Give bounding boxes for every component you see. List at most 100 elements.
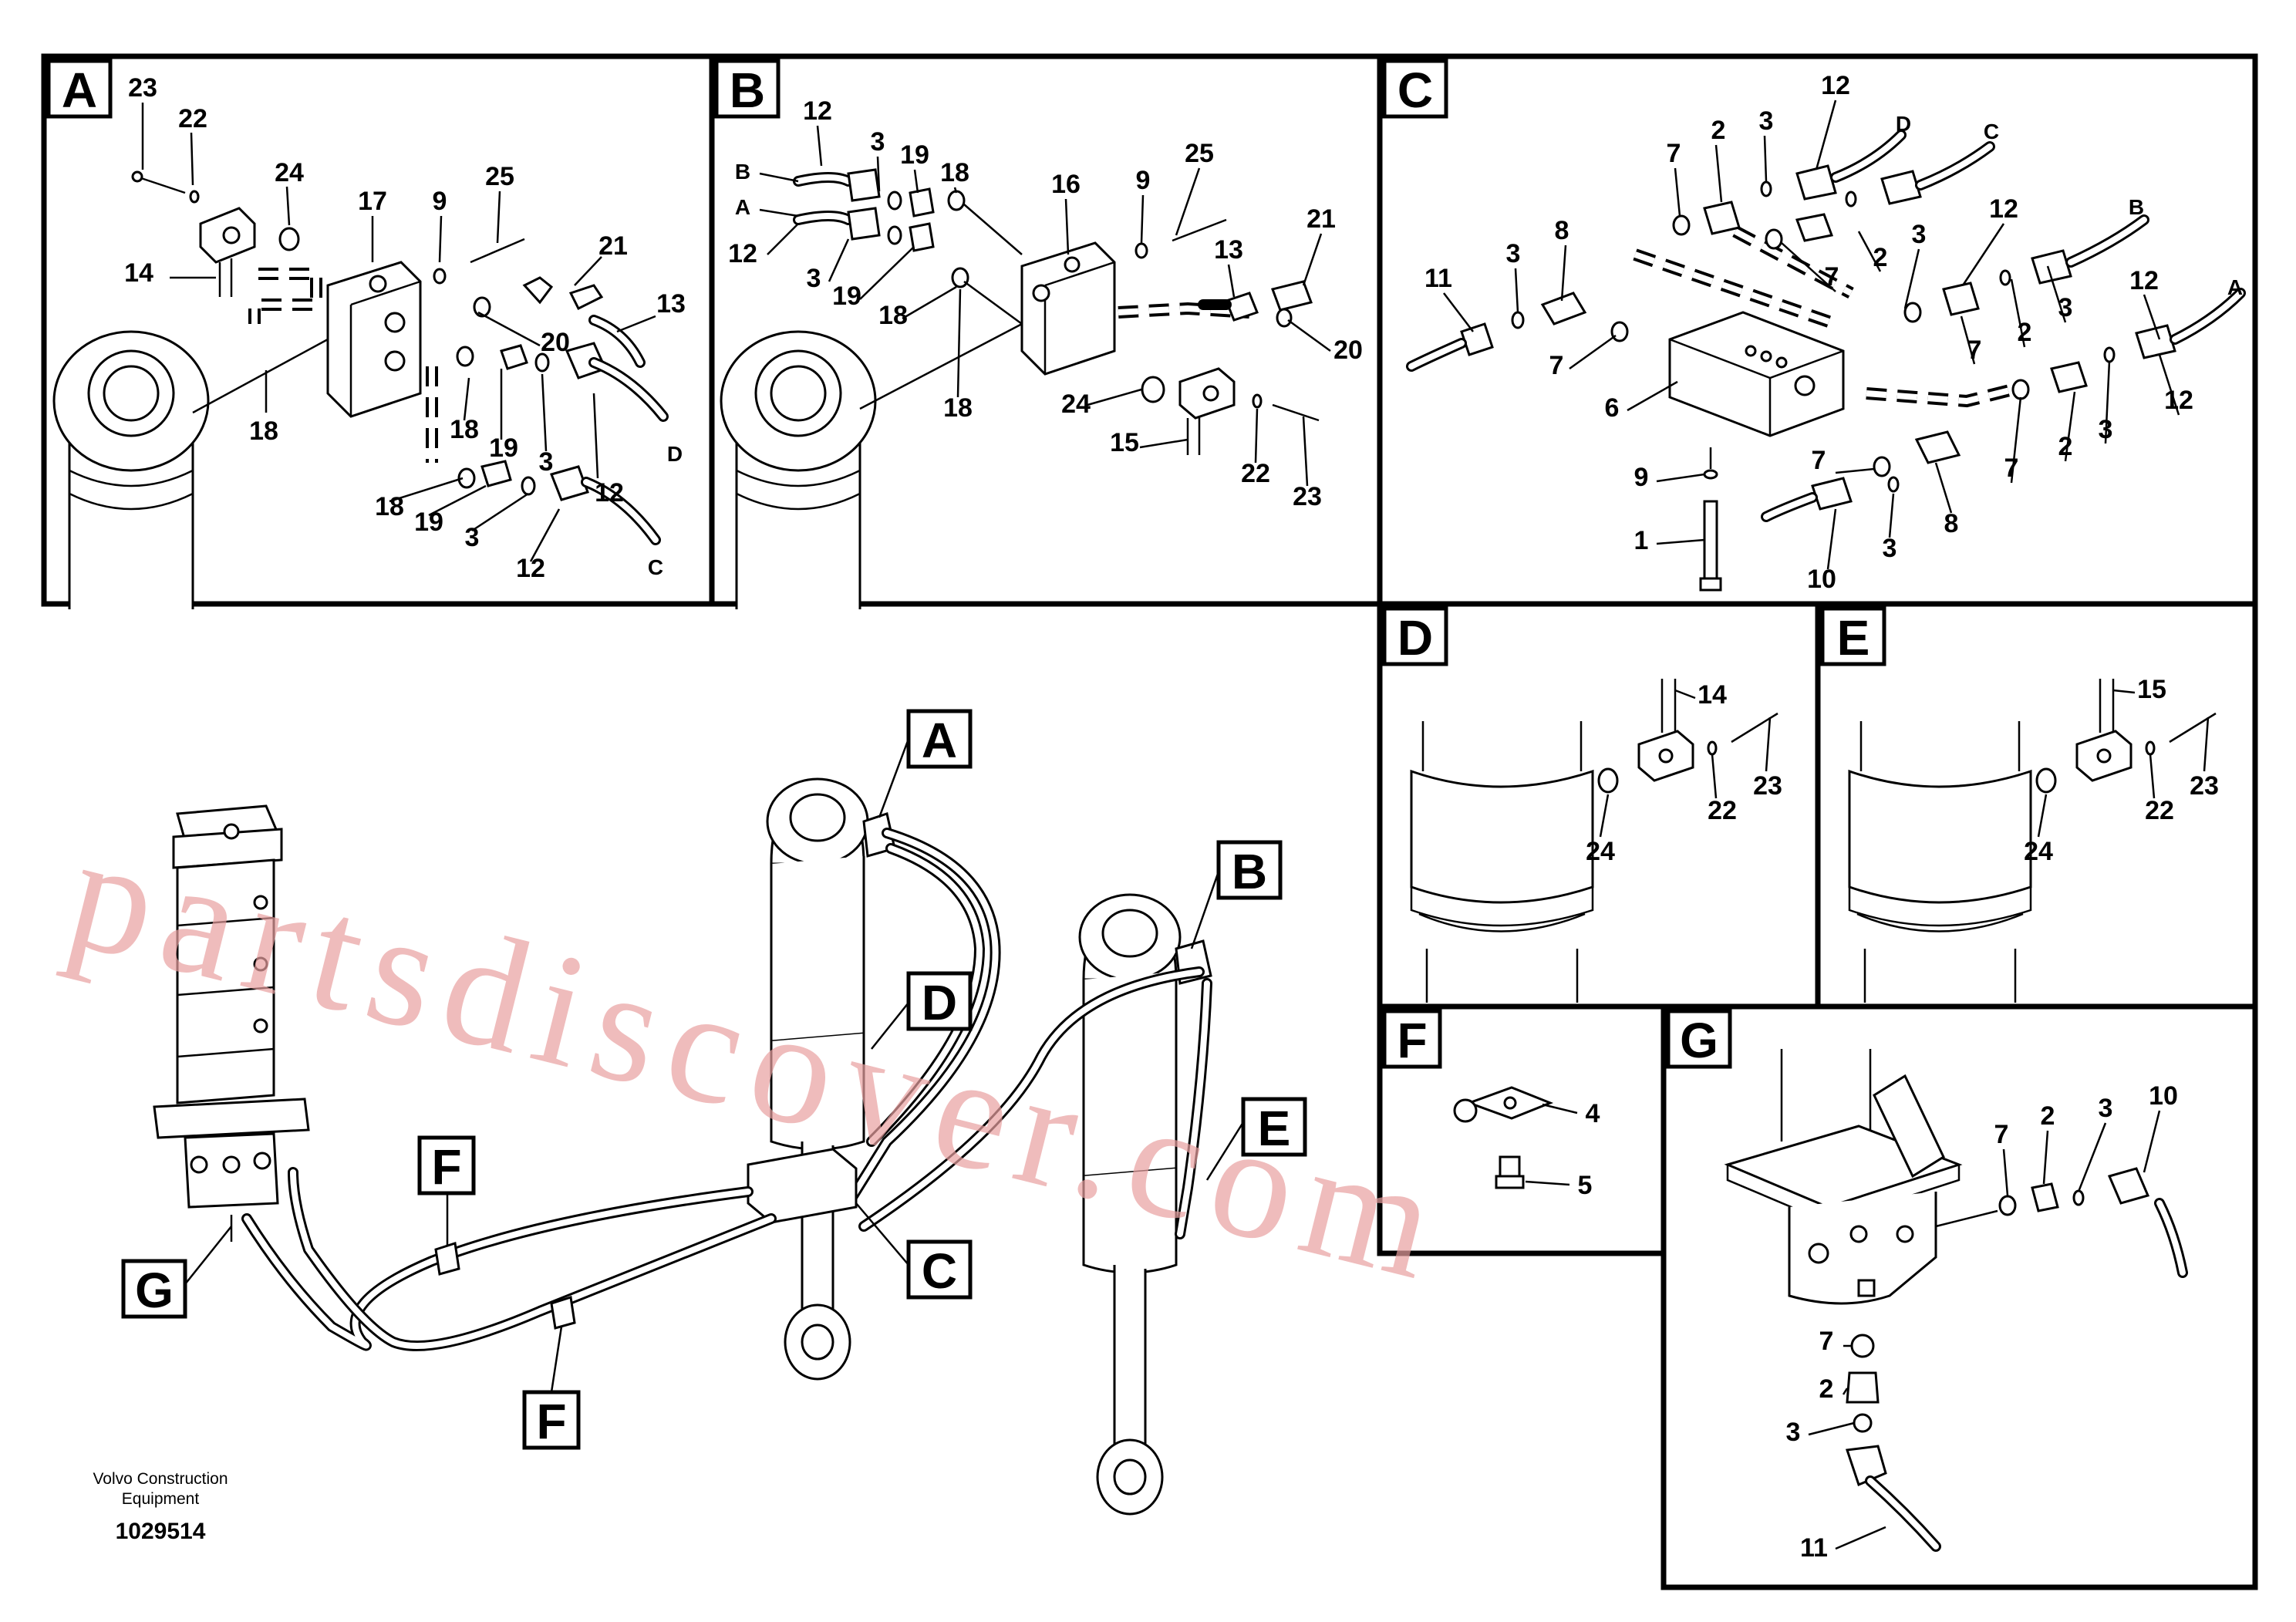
svg-text:E: E — [1258, 1101, 1291, 1156]
overview-drawing — [153, 777, 1212, 1516]
svg-text:7: 7 — [1812, 446, 1826, 475]
svg-text:25: 25 — [1185, 139, 1214, 168]
brand-line-2: Equipment — [122, 1490, 200, 1508]
overview-tags: A B C D E F F G — [121, 709, 1307, 1450]
svg-text:17: 17 — [358, 187, 387, 216]
svg-text:19: 19 — [832, 282, 861, 311]
svg-text:D: D — [922, 975, 957, 1030]
svg-text:12: 12 — [1989, 194, 2018, 224]
svg-text:D: D — [1397, 610, 1433, 666]
svg-text:13: 13 — [656, 289, 686, 319]
svg-text:F: F — [431, 1139, 461, 1195]
panel-b-tag: B — [714, 59, 781, 119]
svg-text:12: 12 — [2129, 266, 2159, 295]
panel-f-drawing — [1453, 1086, 1554, 1189]
panel-e-callouts: 15 23 22 24 — [2024, 675, 2219, 866]
svg-text:2: 2 — [2041, 1101, 2055, 1131]
svg-text:C: C — [1984, 120, 1999, 143]
svg-text:22: 22 — [1708, 796, 1737, 825]
svg-text:7: 7 — [1994, 1120, 2009, 1149]
svg-text:23: 23 — [2190, 771, 2219, 801]
panel-c-frame — [1377, 53, 2258, 607]
svg-text:C: C — [1397, 62, 1433, 118]
svg-text:12: 12 — [2164, 386, 2193, 415]
svg-text:3: 3 — [1883, 534, 1897, 563]
svg-text:15: 15 — [1110, 428, 1139, 457]
svg-text:12: 12 — [595, 478, 624, 508]
svg-text:2: 2 — [1711, 116, 1726, 145]
panel-d-drawing — [1410, 679, 1778, 1003]
svg-text:18: 18 — [943, 393, 973, 423]
panel-g-tag: G — [1666, 1009, 1732, 1069]
panel-a-callouts: 23 22 24 17 9 25 21 13 14 20 18 18 19 3 … — [124, 73, 686, 583]
svg-text:10: 10 — [1807, 565, 1836, 594]
svg-text:21: 21 — [598, 231, 628, 261]
svg-text:3: 3 — [871, 127, 885, 157]
svg-text:3: 3 — [2099, 1094, 2113, 1123]
svg-text:G: G — [1680, 1013, 1718, 1068]
svg-text:18: 18 — [878, 301, 908, 330]
svg-text:20: 20 — [1333, 336, 1363, 365]
svg-text:7: 7 — [2004, 454, 2019, 483]
svg-text:7: 7 — [1549, 351, 1564, 380]
brand-line-1: Volvo Construction — [93, 1470, 228, 1488]
panel-b-callouts: 12 B A 12 3 19 18 3 19 18 16 9 25 13 21 … — [728, 96, 1363, 511]
svg-text:G: G — [135, 1263, 174, 1318]
svg-text:A: A — [922, 713, 957, 768]
svg-text:1: 1 — [1634, 526, 1649, 555]
svg-text:19: 19 — [489, 433, 518, 463]
svg-text:B: B — [2129, 195, 2144, 219]
panel-g-drawing — [1724, 1049, 2188, 1552]
svg-text:12: 12 — [516, 554, 545, 583]
panel-c-drawing — [1406, 130, 2246, 592]
svg-text:18: 18 — [375, 492, 404, 521]
svg-text:24: 24 — [2024, 837, 2053, 866]
svg-text:2: 2 — [1819, 1374, 1834, 1404]
svg-text:14: 14 — [124, 258, 153, 288]
svg-text:3: 3 — [539, 447, 554, 477]
svg-text:8: 8 — [1555, 216, 1569, 245]
svg-text:6: 6 — [1605, 393, 1620, 423]
svg-text:22: 22 — [1241, 459, 1270, 488]
svg-text:7: 7 — [1967, 336, 1982, 365]
svg-text:22: 22 — [178, 104, 207, 133]
svg-text:3: 3 — [465, 523, 480, 552]
svg-text:C: C — [648, 555, 663, 579]
svg-text:19: 19 — [900, 140, 929, 170]
svg-text:12: 12 — [803, 96, 832, 126]
svg-text:23: 23 — [1293, 482, 1322, 511]
panel-b-drawing — [720, 168, 1320, 609]
svg-text:B: B — [735, 160, 750, 184]
svg-text:3: 3 — [1912, 220, 1927, 249]
svg-text:19: 19 — [414, 508, 443, 537]
svg-text:22: 22 — [2145, 796, 2174, 825]
svg-text:4: 4 — [1586, 1099, 1600, 1128]
panel-d-tag: D — [1382, 606, 1448, 666]
svg-text:15: 15 — [2137, 675, 2166, 704]
panel-c-tag: C — [1382, 59, 1448, 119]
svg-text:23: 23 — [128, 73, 157, 103]
svg-text:24: 24 — [275, 158, 304, 187]
svg-text:B: B — [1232, 844, 1267, 899]
svg-text:11: 11 — [1800, 1533, 1828, 1563]
svg-text:E: E — [1837, 610, 1870, 666]
svg-text:21: 21 — [1306, 204, 1336, 234]
svg-text:14: 14 — [1698, 680, 1727, 710]
panel-g-callouts: 10 7 2 3 7 2 3 11 — [1786, 1081, 2178, 1563]
svg-text:9: 9 — [1634, 463, 1649, 492]
panel-a-tag: A — [46, 59, 113, 119]
svg-text:D: D — [667, 442, 683, 466]
svg-text:12: 12 — [1821, 71, 1850, 100]
panel-e-tag: E — [1820, 606, 1886, 666]
svg-text:F: F — [1397, 1013, 1427, 1068]
svg-text:20: 20 — [541, 328, 570, 357]
svg-text:3: 3 — [1759, 106, 1774, 136]
svg-text:B: B — [730, 62, 765, 118]
svg-text:11: 11 — [1424, 264, 1452, 293]
panel-f-callouts: 4 5 — [1525, 1099, 1600, 1200]
document-id: 1029514 — [116, 1519, 206, 1544]
svg-text:24: 24 — [1061, 389, 1091, 419]
svg-text:5: 5 — [1578, 1171, 1593, 1200]
svg-text:3: 3 — [2058, 293, 2073, 322]
